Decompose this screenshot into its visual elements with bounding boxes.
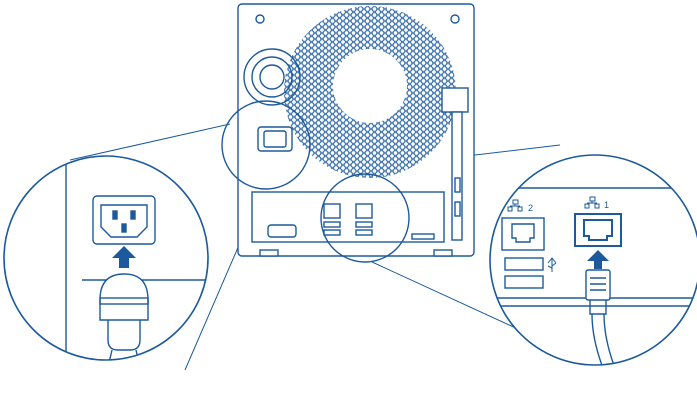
power-inlet-icon (93, 196, 155, 244)
lan-port-1 (575, 214, 621, 246)
lan-port-small (356, 204, 372, 218)
lan-1-label: 1 (604, 200, 609, 210)
lan-port-small (324, 204, 340, 218)
vga-port-icon (268, 225, 296, 237)
power-detail-circle (4, 150, 230, 393)
slot-plate (452, 112, 462, 240)
lan-2-label: 2 (528, 203, 533, 213)
lan-detail-circle (490, 155, 697, 393)
nas-device-back (222, 4, 474, 262)
lan-port-2 (502, 218, 544, 250)
slot-bracket (442, 88, 468, 112)
